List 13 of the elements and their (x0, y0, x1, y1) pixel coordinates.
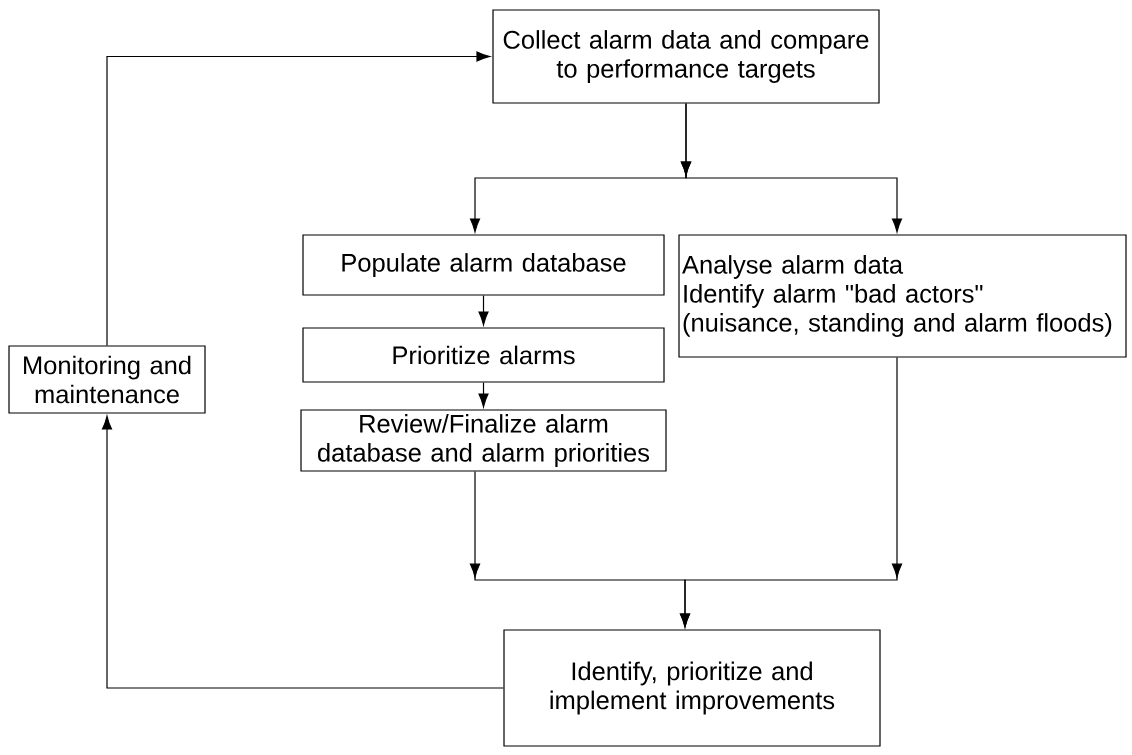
process-box: Review/Finalize alarm database and alarm priorities (300, 409, 667, 472)
process-box: Prioritize alarms (302, 327, 665, 383)
process-box: Analyse alarm data Identify alarm "bad actors" (nuisance, standing and alarm floods) (678, 234, 1127, 358)
arrow (101, 415, 504, 689)
process-box: Collect alarm data and compare to performance targets (492, 9, 880, 104)
arrow (478, 382, 489, 408)
arrow (106, 51, 491, 346)
arrow (679, 357, 903, 628)
arrow (478, 295, 489, 326)
process-box: Populate alarm database (302, 234, 665, 296)
arrow (680, 103, 903, 233)
process-box: Identify, prioritize and implement improvements (503, 629, 881, 747)
process-box: Monitoring and maintenance (8, 345, 206, 414)
